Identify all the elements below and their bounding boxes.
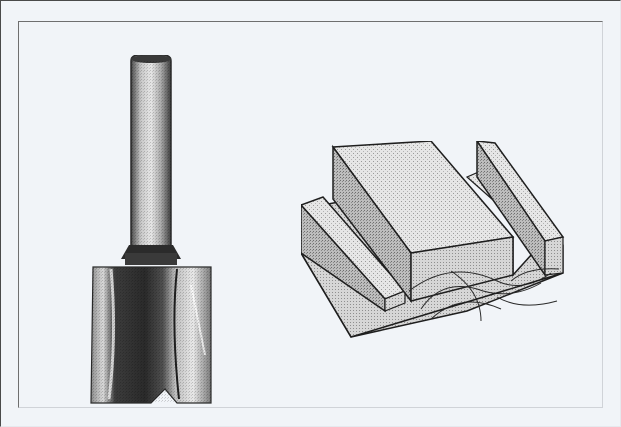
router-bit-icon xyxy=(90,55,212,404)
dado-cut-icon xyxy=(301,141,565,338)
